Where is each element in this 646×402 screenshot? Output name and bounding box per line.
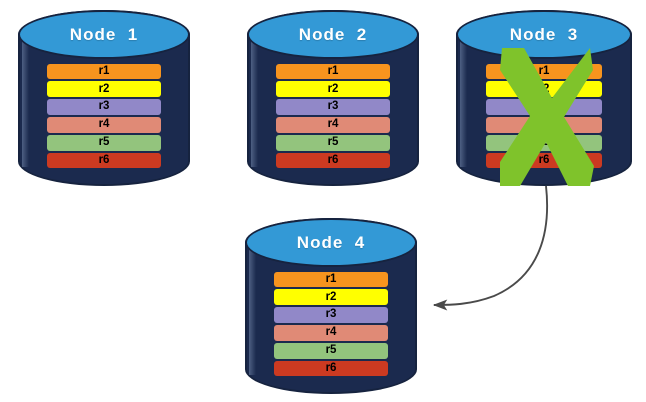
record-bar[interactable]: r2 — [485, 81, 603, 98]
record-bar[interactable]: r4 — [274, 325, 388, 341]
record-bar[interactable]: r2 — [47, 81, 161, 98]
node-4-record-list: r1 r2 r3 r4 r5 r6 — [274, 271, 388, 377]
record-bar[interactable]: r2 — [274, 289, 388, 306]
node-1-title: Node 1 — [69, 24, 139, 44]
node-3-title: Node 3 — [509, 24, 579, 44]
record-bar[interactable]: r4 — [276, 117, 390, 133]
node-4-cylinder-top — [245, 218, 417, 268]
record-bar[interactable]: r5 — [485, 134, 603, 151]
record-bar[interactable]: r3 — [276, 99, 390, 116]
node-2-cylinder-top — [247, 10, 419, 60]
record-bar[interactable]: r6 — [485, 152, 603, 169]
node-3[interactable]: Node 3 r1 r2 r3 r4 r5 r6 — [456, 10, 632, 186]
node-1-record-list: r1 r2 r3 r4 r5 r6 — [47, 63, 161, 169]
record-bar[interactable]: r5 — [274, 342, 388, 359]
node-2[interactable]: Node 2 r1 r2 r3 r4 r5 r6 — [247, 10, 419, 186]
node-1[interactable]: Node 1 r1 r2 r3 r4 r5 r6 — [18, 10, 190, 186]
record-bar[interactable]: r2 — [276, 81, 390, 98]
node-4[interactable]: Node 4 r1 r2 r3 r4 r5 r6 — [245, 218, 417, 394]
record-bar[interactable]: r4 — [47, 117, 161, 133]
record-bar[interactable]: r5 — [47, 134, 161, 151]
record-bar[interactable]: r3 — [485, 99, 603, 116]
record-bar[interactable]: r6 — [47, 152, 161, 169]
record-bar[interactable]: r4 — [485, 117, 603, 133]
record-bar[interactable]: r1 — [485, 63, 603, 80]
record-bar[interactable]: r6 — [276, 152, 390, 169]
record-bar[interactable]: r1 — [47, 63, 161, 80]
record-bar[interactable]: r3 — [274, 307, 388, 324]
node-2-record-list: r1 r2 r3 r4 r5 r6 — [276, 63, 390, 169]
record-bar[interactable]: r3 — [47, 99, 161, 116]
record-bar[interactable]: r1 — [276, 63, 390, 80]
record-bar[interactable]: r1 — [274, 271, 388, 288]
record-bar[interactable]: r5 — [276, 134, 390, 151]
record-bar[interactable]: r6 — [274, 360, 388, 377]
node-1-cylinder-top — [18, 10, 190, 60]
node-4-title: Node 4 — [296, 232, 366, 252]
node-3-record-list: r1 r2 r3 r4 r5 r6 — [485, 63, 603, 169]
connector-arrow-path — [432, 185, 549, 311]
node-2-title: Node 2 — [298, 24, 368, 44]
